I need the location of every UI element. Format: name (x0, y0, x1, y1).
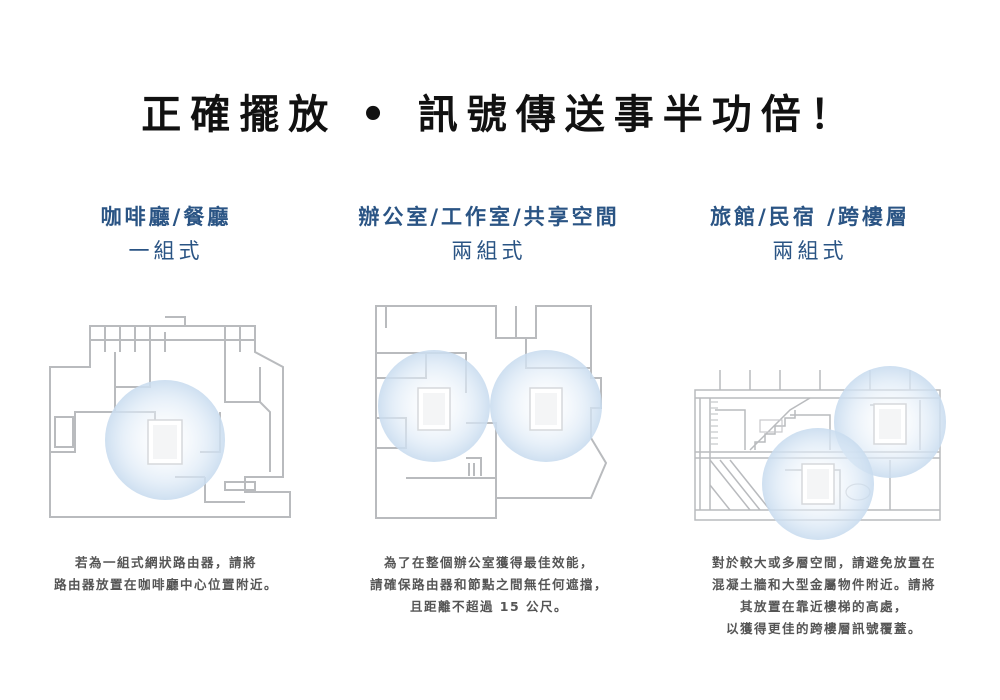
section-heading: 咖啡廳/餐廳 (100, 205, 232, 229)
caption-line: 若為一組式網狀路由器，請將 (74, 555, 257, 570)
caption-line: 路由器放置在咖啡廳中心位置附近。 (53, 577, 278, 592)
caption-line: 混凝土牆和大型金屬物件附近。請將 (711, 577, 936, 592)
caption-hotel: 對於較大或多層空間，請避免放置在 混凝土牆和大型金屬物件附近。請將 其放置在靠近… (664, 552, 984, 640)
floorplan-cafe-illustration (45, 312, 295, 522)
section-subheading: 一組式 (128, 239, 204, 263)
caption-cafe: 若為一組式網狀路由器，請將 路由器放置在咖啡廳中心位置附近。 (6, 552, 326, 596)
page-title: 正確擺放 • 訊號傳送事半功倍！ (141, 92, 859, 138)
section-hotel: 旅館/民宿 /跨樓層 兩組式 (660, 200, 960, 268)
section-subheading: 兩組式 (772, 239, 848, 263)
caption-line: 請確保路由器和節點之間無任何遮擋， (369, 577, 608, 592)
caption-line: 其放置在靠近樓梯的高處， (739, 599, 908, 614)
caption-line: 以獲得更佳的跨樓層訊號覆蓋。 (725, 621, 922, 636)
caption-line: 對於較大或多層空間，請避免放置在 (711, 555, 936, 570)
floorplan-office-illustration (366, 298, 611, 523)
caption-office: 為了在整個辦公室獲得最佳效能， 請確保路由器和節點之間無任何遮擋， 且距離不超過… (329, 552, 649, 618)
section-heading: 旅館/民宿 /跨樓層 (710, 205, 910, 229)
section-office: 辦公室/工作室/共享空間 兩組式 (339, 200, 639, 268)
section-heading: 辦公室/工作室/共享空間 (358, 205, 620, 229)
caption-line: 為了在整個辦公室獲得最佳效能， (383, 555, 594, 570)
section-subheading: 兩組式 (451, 239, 527, 263)
caption-line: 且距離不超過 15 公尺。 (409, 599, 569, 614)
floorplan-hotel-illustration (690, 360, 950, 545)
section-cafe: 咖啡廳/餐廳 一組式 (16, 200, 316, 268)
